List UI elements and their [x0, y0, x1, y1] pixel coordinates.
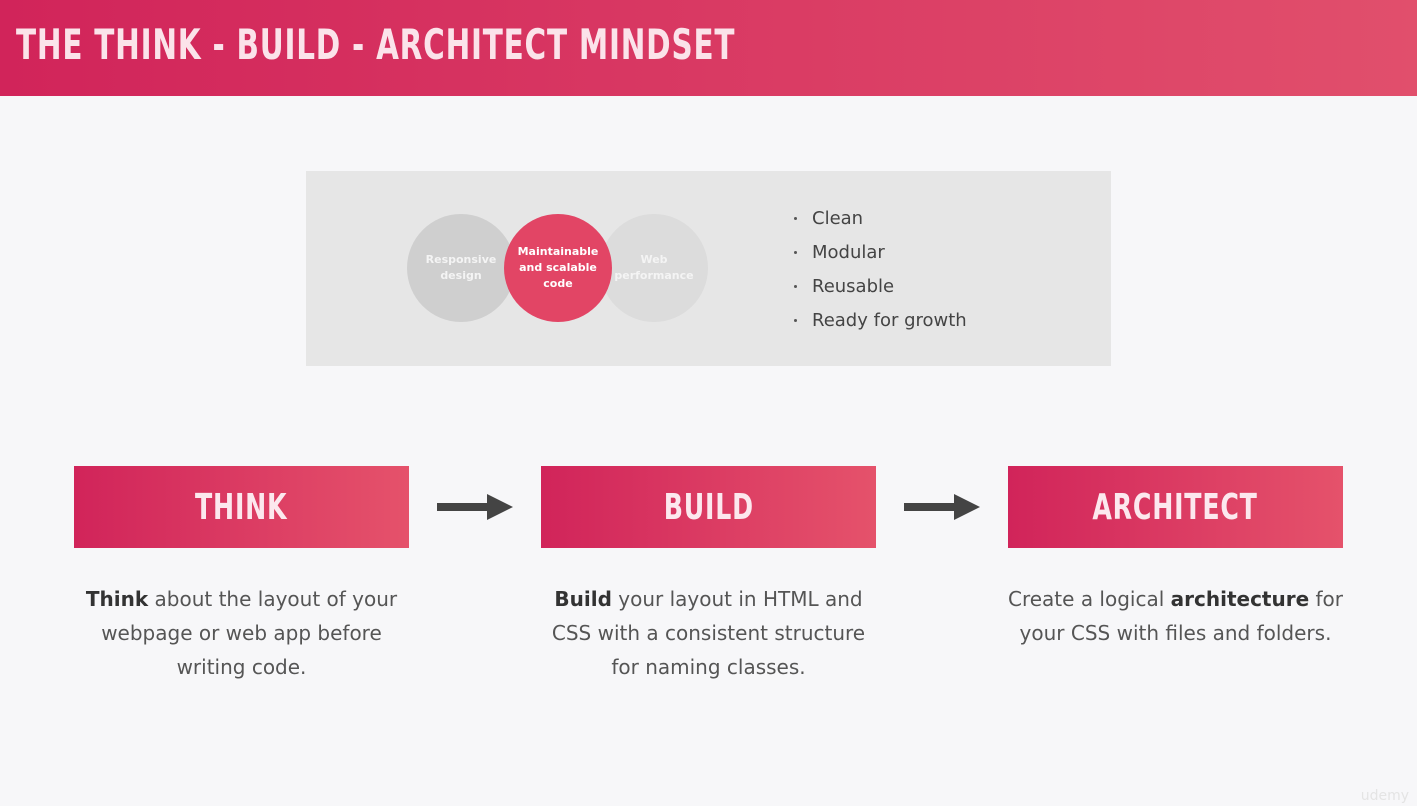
desc-emphasis: Think	[85, 587, 149, 611]
arrow-right-icon	[904, 494, 980, 520]
bullet-item: Reusable	[790, 273, 967, 307]
udemy-watermark: udemy	[1360, 788, 1409, 804]
step-build-box: BUILD	[541, 466, 876, 548]
step-build-description: Build your layout in HTML and CSS with a…	[541, 582, 876, 684]
circle-label: Maintainable and scalable code	[517, 245, 599, 290]
header-banner: THE THINK - BUILD - ARCHITECT MINDSET	[0, 0, 1417, 96]
desc-text: Create a logical	[1008, 587, 1171, 611]
arrow-right-icon	[437, 494, 513, 520]
bullet-item: Ready for growth	[790, 307, 967, 341]
step-build-label: BUILD	[663, 486, 754, 528]
desc-text: for your CSS with files and folders.	[1019, 587, 1344, 645]
venn-circle-web-performance: Web performance	[600, 214, 708, 322]
step-think-box: THINK	[74, 466, 409, 548]
desc-emphasis: architecture	[1170, 587, 1310, 611]
page-title: THE THINK - BUILD - ARCHITECT MINDSET	[16, 20, 736, 69]
circle-label: Web performance	[614, 253, 694, 282]
bullet-item: Clean	[790, 205, 967, 239]
desc-emphasis: Build	[554, 587, 612, 611]
quality-bullet-list: Clean Modular Reusable Ready for growth	[790, 205, 967, 341]
step-think-label: THINK	[195, 486, 288, 528]
venn-circle-responsive-design: Responsive design	[407, 214, 515, 322]
concept-panel: Responsive design Web performance Mainta…	[306, 171, 1111, 366]
step-think-description: Think about the layout of your webpage o…	[74, 582, 409, 684]
desc-text: about the layout of your webpage or web …	[101, 587, 398, 679]
venn-circle-maintainable-code: Maintainable and scalable code	[504, 214, 612, 322]
step-architect-description: Create a logical architecture for your C…	[1008, 582, 1343, 650]
desc-text: your layout in HTML and CSS with a consi…	[551, 587, 866, 679]
step-architect-box: ARCHITECT	[1008, 466, 1343, 548]
step-architect-label: ARCHITECT	[1092, 486, 1259, 528]
bullet-item: Modular	[790, 239, 967, 273]
circle-label: Responsive design	[425, 253, 497, 282]
